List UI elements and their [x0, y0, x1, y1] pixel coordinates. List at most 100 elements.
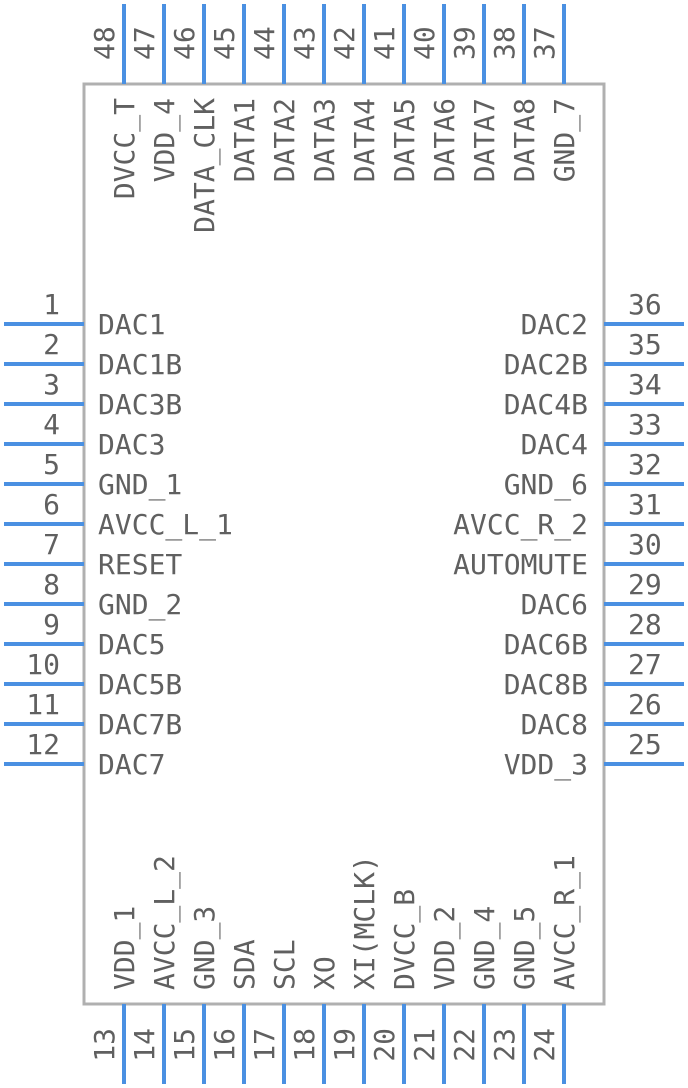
- pin-number: 47: [128, 26, 161, 60]
- pin-label-vdd-3: VDD_3: [504, 748, 588, 782]
- pin-22: 22 GND_4: [448, 906, 502, 1084]
- pin-label-avcc-l-2: AVCC_L_2: [148, 855, 182, 990]
- pin-number: 18: [288, 1028, 321, 1062]
- pin-18: 18 XO: [288, 956, 341, 1084]
- pin-label-dac3: DAC3: [98, 428, 165, 461]
- pin-number: 17: [248, 1028, 281, 1062]
- pin-number: 10: [26, 648, 60, 681]
- pin-number: 33: [628, 408, 662, 441]
- pin-number: 12: [26, 728, 60, 761]
- pin-number: 20: [368, 1028, 401, 1062]
- pin-number: 34: [628, 368, 662, 401]
- pin-label-dac2: DAC2: [521, 308, 588, 341]
- pin-number: 32: [628, 448, 662, 481]
- pin-label-data3: DATA3: [308, 98, 341, 182]
- pin-label-gnd-3: GND_3: [188, 906, 222, 990]
- pin-label-avcc-l-1: AVCC_L_1: [98, 508, 233, 542]
- pin-number: 42: [328, 26, 361, 60]
- pin-15: 15 GND_3: [168, 906, 222, 1084]
- pin-label-dac7: DAC7: [98, 748, 165, 781]
- pin-number: 43: [288, 26, 321, 60]
- pin-label-dac2b: DAC2B: [504, 348, 588, 381]
- pin-label-data5: DATA5: [388, 98, 421, 182]
- pin-number: 26: [628, 688, 662, 721]
- pin-label-dac6: DAC6: [521, 588, 588, 621]
- pin-number: 30: [628, 528, 662, 561]
- pin-label-gnd-6: GND_6: [504, 468, 588, 502]
- pin-label-data-clk: DATA_CLK: [188, 98, 222, 233]
- ic-body: [82, 82, 606, 1006]
- pin-label-dac5: DAC5: [98, 628, 165, 661]
- pin-label-automute: AUTOMUTE: [453, 548, 588, 581]
- pin-number: 29: [628, 568, 662, 601]
- pin-label-gnd-5: GND_5: [508, 906, 542, 990]
- pin-number: 46: [168, 26, 201, 60]
- pin-number: 45: [208, 26, 241, 60]
- pin-number: 16: [208, 1028, 241, 1062]
- pin-number: 41: [368, 26, 401, 60]
- pins-right-group: 25VDD_326DAC827DAC8B28DAC6B29DAC630AUTOM…: [453, 288, 684, 782]
- pin-label-data6: DATA6: [428, 98, 461, 182]
- pin-label-dac1: DAC1: [98, 308, 165, 341]
- pin-label-avcc-r-1: AVCC_R_1: [548, 855, 582, 990]
- pin-number: 15: [168, 1028, 201, 1062]
- pin-label-data7: DATA7: [468, 98, 501, 182]
- pin-label-dac5b: DAC5B: [98, 668, 182, 701]
- pin-label-reset: RESET: [98, 548, 182, 581]
- pin-number: 4: [43, 408, 60, 441]
- pin-label-dac4b: DAC4B: [504, 388, 588, 421]
- pin-label-dac4: DAC4: [521, 428, 588, 461]
- pin-label-dac8: DAC8: [521, 708, 588, 741]
- pin-label-gnd-1: GND_1: [98, 468, 182, 502]
- pin-label-dac6b: DAC6B: [504, 628, 588, 661]
- pin-label-dac7b: DAC7B: [98, 708, 182, 741]
- pin-label-sda: SDA: [228, 939, 261, 990]
- pin-label-xi-mclk: XI(MCLK): [348, 855, 381, 990]
- pin-number: 24: [528, 1028, 561, 1062]
- pin-number: 31: [628, 488, 662, 521]
- pin-label-vdd-1: VDD_1: [108, 906, 142, 990]
- pin-label-data1: DATA1: [228, 98, 261, 182]
- pin-label-xo: XO: [308, 956, 341, 990]
- pin-label-vdd-2: VDD_2: [428, 906, 462, 990]
- pin-label-gnd-7: GND_7: [548, 98, 582, 182]
- pin-number: 5: [43, 448, 60, 481]
- pin-label-data4: DATA4: [348, 98, 381, 182]
- pin-number: 1: [43, 288, 60, 321]
- pin-number: 40: [408, 26, 441, 60]
- pin-number: 22: [448, 1028, 481, 1062]
- pin-number: 21: [408, 1028, 441, 1062]
- pin-number: 35: [628, 328, 662, 361]
- pin-label-gnd-4: GND_4: [468, 906, 502, 990]
- pin-24: 24 AVCC_R_1: [528, 855, 582, 1084]
